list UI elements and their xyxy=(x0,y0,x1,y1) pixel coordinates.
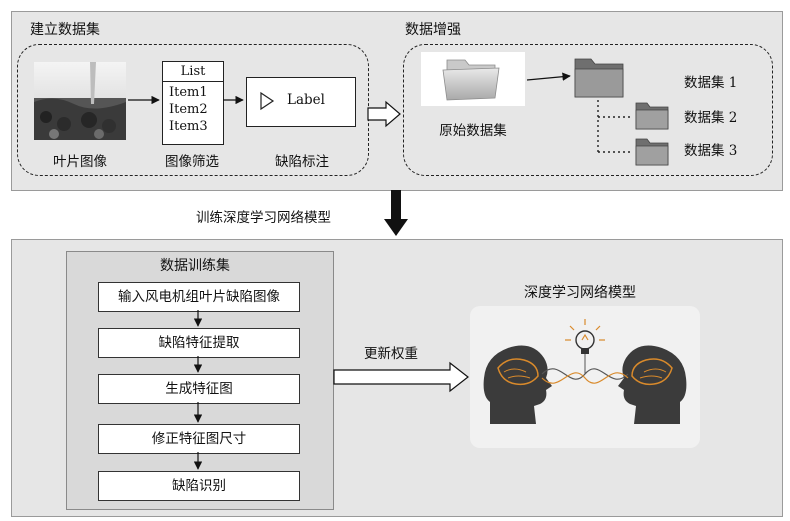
data-augment-title: 数据增强 xyxy=(405,22,461,38)
dataset-label-1: 数据集 1 xyxy=(684,75,738,91)
step-generate-feature-map: 生成特征图 xyxy=(98,374,300,404)
step-defect-recognition: 缺陷识别 xyxy=(98,471,300,501)
caption-leaf-image: 叶片图像 xyxy=(53,154,107,170)
dataset-label-2: 数据集 2 xyxy=(684,110,738,126)
list-item: Item1 xyxy=(169,85,208,100)
folder-icon xyxy=(635,138,669,166)
caption-original-dataset: 原始数据集 xyxy=(439,123,507,139)
data-augment-dashed-group xyxy=(403,44,773,176)
step-input-images: 输入风电机组叶片缺陷图像 xyxy=(98,282,300,312)
list-box: List Item1 Item2 Item3 xyxy=(162,61,224,145)
two-heads-network-illustration xyxy=(483,319,687,424)
label-box: Label xyxy=(246,77,356,127)
train-model-arrow-label: 训练深度学习网络模型 xyxy=(196,210,331,226)
training-set-title: 数据训练集 xyxy=(160,258,230,274)
label-text: Label xyxy=(287,92,325,108)
caption-image-filter: 图像筛选 xyxy=(165,154,219,170)
list-header: List xyxy=(163,62,223,82)
dataset-label-3: 数据集 3 xyxy=(684,143,738,159)
folder-icon xyxy=(635,102,669,130)
folder-icon xyxy=(574,58,624,98)
deep-model-title: 深度学习网络模型 xyxy=(524,285,636,301)
play-triangle-icon xyxy=(260,91,275,111)
update-weights-label: 更新权重 xyxy=(364,346,418,362)
folder-icon xyxy=(442,59,500,101)
list-item: Item2 xyxy=(169,102,208,117)
leaf-image-thumbnail xyxy=(34,62,126,140)
build-dataset-title: 建立数据集 xyxy=(30,22,100,38)
list-item: Item3 xyxy=(169,119,208,134)
caption-defect-annotation: 缺陷标注 xyxy=(275,154,329,170)
step-resize-feature-map: 修正特征图尺寸 xyxy=(98,424,300,454)
step-feature-extraction: 缺陷特征提取 xyxy=(98,328,300,358)
